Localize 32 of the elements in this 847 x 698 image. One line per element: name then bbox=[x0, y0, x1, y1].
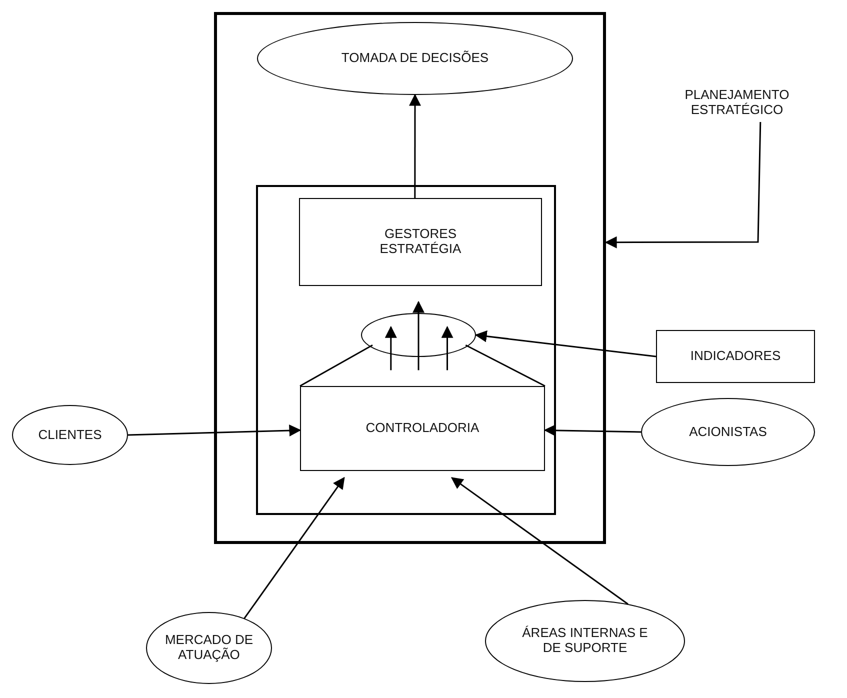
process-box bbox=[656, 330, 815, 383]
connector-line bbox=[465, 344, 546, 387]
ellipse-shape bbox=[361, 313, 476, 357]
process-box bbox=[300, 386, 545, 471]
node-label: MERCADO DE ATUAÇÃO bbox=[164, 633, 254, 663]
node-label: INDICADORES bbox=[690, 349, 781, 364]
arrow bbox=[384, 326, 397, 370]
connector-line bbox=[300, 344, 373, 387]
outer-frame bbox=[214, 12, 606, 544]
node-label: TOMADA DE DECISÕES bbox=[341, 51, 489, 66]
arrow bbox=[441, 326, 454, 370]
ellipse-node bbox=[641, 398, 815, 466]
arrow bbox=[244, 476, 345, 619]
process-box bbox=[299, 198, 542, 286]
ellipse-node bbox=[485, 600, 685, 682]
node-label: CONTROLADORIA bbox=[366, 421, 480, 436]
node-label: GESTORES ESTRATÉGIA bbox=[378, 227, 462, 257]
arrow bbox=[474, 330, 656, 358]
arrow bbox=[544, 424, 642, 436]
arrow bbox=[450, 477, 628, 605]
node-label: ACIONISTAS bbox=[689, 424, 767, 440]
ellipse-node bbox=[12, 405, 128, 465]
ellipse-node bbox=[257, 22, 573, 95]
node-label: CLIENTES bbox=[38, 428, 102, 442]
inner-frame bbox=[256, 185, 556, 515]
arrow bbox=[412, 300, 424, 370]
ellipse-node bbox=[146, 612, 272, 684]
arrow bbox=[604, 122, 762, 248]
node-label: ÁREAS INTERNAS E DE SUPORTE bbox=[521, 626, 649, 656]
arrow bbox=[409, 94, 421, 198]
text-label: PLANEJAMENTO ESTRATÉGICO bbox=[672, 84, 802, 122]
arrow bbox=[128, 424, 302, 436]
